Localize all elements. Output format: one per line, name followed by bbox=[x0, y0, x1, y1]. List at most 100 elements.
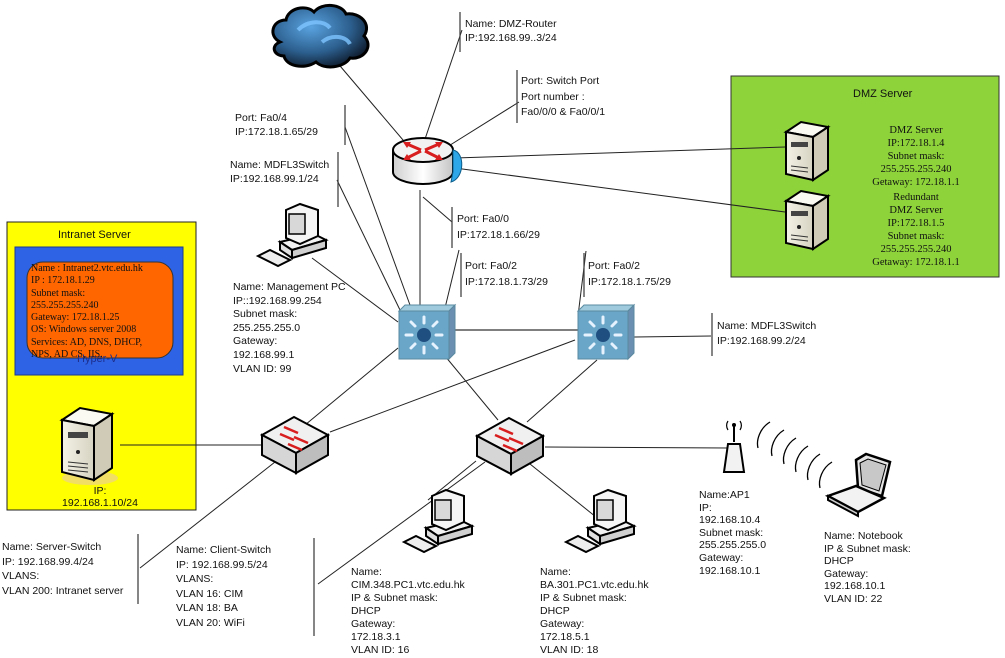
link-mdfl3-2-server-switch bbox=[329, 339, 576, 433]
label-line: VLAN ID: 99 bbox=[233, 362, 292, 375]
card-line: Subnet mask: bbox=[31, 287, 86, 299]
label-line: Name: DMZ-Router bbox=[465, 18, 557, 30]
label-line: VLANS: bbox=[176, 573, 214, 585]
port-fa02-a-label: Port: Fa0/2 IP:172.18.1.73/29 bbox=[465, 259, 548, 290]
label-line: VLAN 16: CIM bbox=[176, 587, 244, 600]
layer3-switch-icon bbox=[576, 303, 636, 361]
link-pc-mdfl3-1 bbox=[311, 257, 399, 323]
label-line: IP & Subnet mask: bbox=[824, 542, 911, 555]
label-line: 255.255.255.0 bbox=[233, 321, 301, 334]
card-line: OS: Windows server 2008 bbox=[31, 324, 137, 336]
info-line: 255.255.255.240 bbox=[880, 164, 952, 175]
label-line: Subnet mask: bbox=[233, 308, 298, 321]
label-line: Gateway: bbox=[233, 335, 278, 348]
dmz-zone-title: DMZ Server bbox=[853, 88, 913, 100]
label-line: Name: Notebook bbox=[824, 530, 903, 542]
port-fa02-b-label: Port: Fa0/2 IP:172.18.1.75/29 bbox=[588, 259, 671, 290]
wireless-ap-icon bbox=[722, 420, 746, 473]
info-line: DMZ Server bbox=[889, 205, 943, 216]
label-line: IP:172.18.1.75/29 bbox=[588, 275, 671, 288]
management-pc-label: Name: Management PC IP::192.168.99.254 S… bbox=[233, 281, 346, 376]
label-line: Port: Fa0/2 bbox=[588, 260, 640, 272]
label-line: VLAN 20: WiFi bbox=[176, 616, 245, 629]
label-line: IP:192.168.99.1/24 bbox=[230, 173, 319, 186]
label-line: IP:172.18.1.66/29 bbox=[457, 228, 540, 241]
info-line: Getaway: 172.18.1.1 bbox=[872, 257, 960, 268]
dmz-router-label: Name: DMZ-Router IP:192.168.99..3/24 bbox=[465, 17, 557, 45]
label-line: 192.168.99.1 bbox=[233, 348, 295, 361]
label-line: Name:AP1 bbox=[699, 489, 750, 501]
card-line: NPS, AD CS, IIS. bbox=[31, 349, 103, 361]
label-line: DHCP bbox=[540, 605, 570, 617]
link-mdfl3-2-client-switch bbox=[526, 359, 598, 423]
label-line: IP:172.18.1.73/29 bbox=[465, 275, 548, 288]
label-line: VLAN 18: BA bbox=[176, 602, 238, 614]
router-switch-port-label: Port: Switch Port Port number : Fa0/0/0 … bbox=[521, 74, 605, 121]
label-line: Name: bbox=[351, 566, 382, 578]
intranet-zone bbox=[6, 221, 197, 511]
switch-icon bbox=[474, 416, 546, 476]
desktop-pc-icon bbox=[563, 488, 637, 554]
ba-pc-label: Name: BA.301.PC1.vtc.edu.hk IP & Subnet … bbox=[540, 566, 649, 657]
link-server-switch-label bbox=[139, 461, 276, 569]
desktop-pc-icon bbox=[255, 202, 329, 268]
layer3-switch-icon bbox=[397, 303, 457, 361]
label-line: VLAN 200: Intranet server bbox=[2, 584, 124, 597]
client-switch-label: Name: Client-Switch IP: 192.168.99.5/24 … bbox=[176, 543, 271, 630]
link-mdfl3-label-mdfl3-1 bbox=[336, 179, 401, 311]
label-line: VLAN ID: 18 bbox=[540, 644, 599, 656]
link-router-fa00-label bbox=[422, 196, 453, 223]
label-line: Gateway: bbox=[351, 618, 396, 630]
label-line: Name: MDFL3Switch bbox=[717, 320, 817, 332]
label-line: IP: 192.168.99.4/24 bbox=[2, 555, 94, 568]
wireless-signal-icon bbox=[756, 421, 833, 489]
label-line: Port: Fa0/4 bbox=[235, 112, 287, 124]
label-line: VLANS: bbox=[2, 570, 40, 582]
label-line: IP:192.168.99.2/24 bbox=[717, 335, 806, 347]
dmz-server-redundant-info: Redundant DMZ Server IP:172.18.1.5 Subne… bbox=[866, 191, 966, 269]
card-line: Services: AD, DNS, DHCP, bbox=[31, 336, 143, 348]
ap1-label: Name:AP1 IP: 192.168.10.4 Subnet mask: 2… bbox=[699, 489, 766, 577]
intranet-server-ip: IP: 192.168.1.10/24 bbox=[45, 485, 155, 509]
label-line: IP: 192.168.99.5/24 bbox=[176, 558, 268, 571]
mdfl3-switch-2-label: Name: MDFL3Switch IP:192.168.99.2/24 bbox=[717, 319, 816, 349]
cim-pc-label: Name: CIM.348.PC1.vtc.edu.hk IP & Subnet… bbox=[351, 566, 465, 657]
label-line: 255.255.255.0 bbox=[699, 539, 767, 552]
info-line: IP:172.18.1.5 bbox=[887, 218, 945, 229]
label-line: Port: Switch Port bbox=[521, 75, 600, 87]
label-line: 192.168.10.4 bbox=[699, 514, 761, 527]
info-line: Subnet mask: bbox=[887, 231, 945, 242]
link-mdfl3-1-client-switch bbox=[444, 355, 499, 421]
label-line: IP: bbox=[699, 501, 712, 514]
link-mdfl3-2-label bbox=[631, 335, 712, 338]
ip-heading: IP: bbox=[93, 485, 107, 497]
label-line: Fa0/0/0 & Fa0/0/1 bbox=[521, 106, 606, 118]
info-line: DMZ Server bbox=[889, 125, 943, 136]
link-client-switch-ba-pc bbox=[529, 463, 597, 518]
info-line: Getaway: 172.18.1.1 bbox=[872, 177, 960, 188]
intranet-server-card: Name : Intranet2.vtc.edu.hk IP : 172.18.… bbox=[31, 263, 143, 361]
label-line: 192.168.10.1 bbox=[824, 580, 886, 593]
label-line: Port number : bbox=[521, 90, 585, 103]
label-line: 172.18.3.1 bbox=[351, 631, 401, 643]
card-line: 255.255.255.240 bbox=[31, 299, 99, 311]
ip-value: 192.168.1.10/24 bbox=[62, 497, 138, 509]
server-icon bbox=[783, 189, 831, 251]
card-line: Gateway: 172.18.1.25 bbox=[31, 312, 120, 324]
label-line: IP::192.168.99.254 bbox=[233, 294, 322, 307]
label-line: IP & Subnet mask: bbox=[351, 592, 438, 604]
label-line: IP:172.18.1.65/29 bbox=[235, 126, 318, 139]
label-line: Port: Fa0/0 bbox=[457, 213, 509, 225]
link-router-dmz-server-2 bbox=[454, 167, 786, 213]
label-line: Gateway: bbox=[824, 567, 869, 580]
link-mdfl3-1-server-switch bbox=[304, 347, 399, 426]
label-line: DHCP bbox=[824, 555, 854, 568]
link-fa04-label-mdfl3-1 bbox=[344, 126, 411, 306]
label-line: Name: Management PC bbox=[233, 281, 346, 293]
desktop-pc-icon bbox=[401, 488, 475, 554]
port-fa04-label: Port: Fa0/4 IP:172.18.1.65/29 bbox=[235, 111, 318, 139]
link-client-switch-label bbox=[317, 461, 486, 585]
hyperv-title: Hyper-V bbox=[77, 353, 118, 365]
label-line: BA.301.PC1.vtc.edu.hk bbox=[540, 579, 649, 591]
